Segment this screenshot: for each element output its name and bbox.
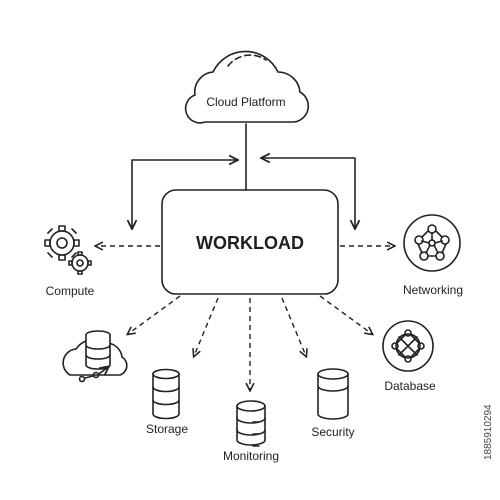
server-icon [236, 400, 266, 447]
stock-id-watermark: 1885910294 [483, 260, 497, 460]
arrow-to-security [281, 297, 306, 356]
cloud-shape [184, 50, 310, 124]
network-globe-icon [403, 214, 461, 272]
network-globe-icon [382, 320, 434, 372]
right-return-arrow [262, 158, 355, 228]
compute-label: Compute [46, 284, 95, 298]
workload-label: WORKLOAD [196, 233, 304, 253]
workload-box: WORKLOAD [161, 189, 339, 295]
gears-icon [44, 225, 92, 275]
networking-label: Networking [403, 283, 463, 297]
cloud-platform-node: Cloud Platform [184, 50, 310, 124]
arrow-to-database [319, 295, 372, 334]
stock-id-text: 1885910294 [483, 404, 494, 460]
cloud-platform-label: Cloud Platform [206, 95, 285, 109]
monitoring-label: Monitoring [223, 449, 279, 463]
database-label: Database [384, 379, 436, 393]
database-icon [317, 368, 349, 420]
storage-label: Storage [146, 422, 188, 436]
arrow-to-cloud-storage [128, 295, 181, 334]
database-icon [152, 368, 180, 420]
left-return-arrow [132, 160, 237, 228]
security-label: Security [311, 425, 354, 439]
database-network-icon [62, 330, 128, 383]
arrow-to-storage [194, 297, 219, 356]
